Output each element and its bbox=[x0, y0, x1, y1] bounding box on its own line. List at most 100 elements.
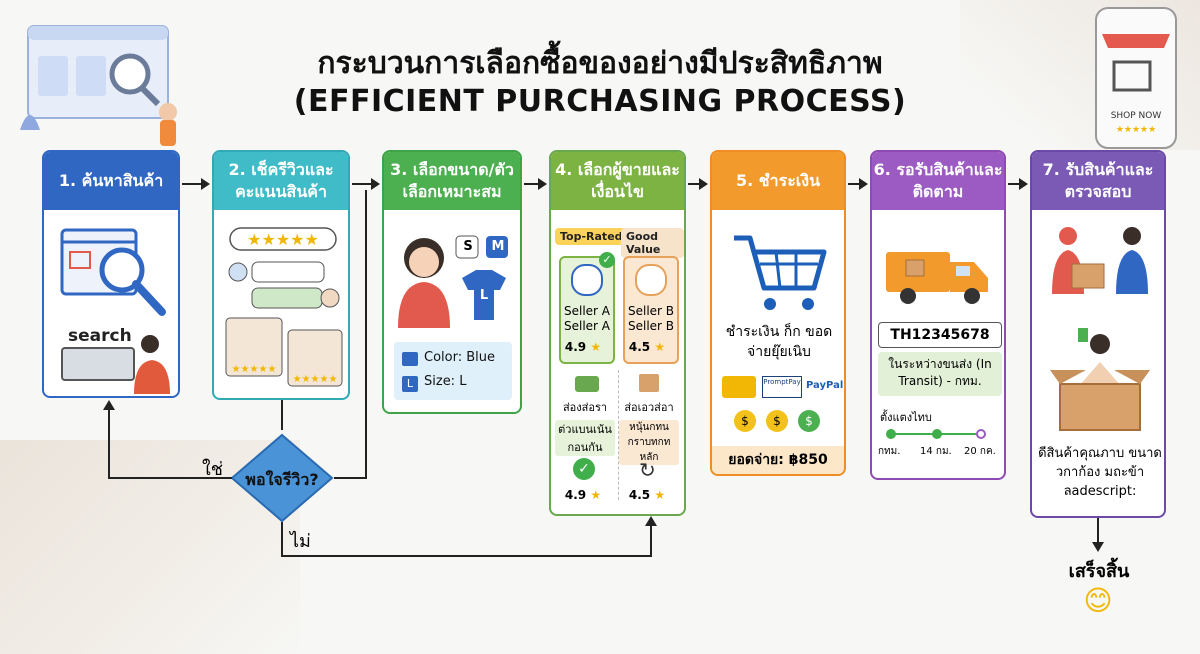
arrowhead-yes bbox=[103, 400, 115, 410]
connector-right bbox=[334, 477, 366, 479]
connector-end bbox=[1097, 518, 1099, 544]
check-icon: ✓ bbox=[599, 252, 615, 268]
arrow-3-4 bbox=[524, 178, 547, 190]
step-1-header: 1. ค้นหาสินค้า bbox=[44, 152, 178, 210]
size-s-option[interactable]: S bbox=[463, 239, 473, 254]
total-amount: ยอดจ่าย: ฿850 bbox=[712, 446, 844, 474]
shipping-status: ในระหว่างขนส่ง (In Transit) - กทม. bbox=[878, 352, 1002, 396]
svg-text:★★★★★: ★★★★★ bbox=[293, 374, 338, 385]
condition-b: หนุ้นกทน กราบทกทหลัก bbox=[619, 420, 679, 465]
step-2-header: 2. เช็ครีวิวและคะแนนสินค้า bbox=[214, 152, 348, 210]
shop-now-text: SHOP NOW bbox=[1111, 111, 1162, 121]
step-4-card: 4. เลือกผู้ขายและเงื่อนไข Top-Rated Good… bbox=[549, 150, 686, 516]
timeline-label-3: 20 กค. bbox=[964, 446, 996, 457]
timeline-dot-1 bbox=[886, 429, 896, 439]
timeline-label-2: 14 กม. bbox=[920, 446, 952, 457]
step-6-header: 6. รอรับสินค้าและติดตาม bbox=[872, 152, 1004, 210]
svg-text:★★★★★: ★★★★★ bbox=[232, 364, 277, 375]
coin-icon-2: $ bbox=[766, 410, 788, 432]
arrow-6-7 bbox=[1008, 178, 1028, 190]
phone-shop-illustration: SHOP NOW ★★★★★ bbox=[1095, 7, 1177, 149]
timeline-title: ตั้งแตงไทบ bbox=[880, 411, 932, 424]
step-4-header: 4. เลือกผู้ขายและเงื่อนไข bbox=[551, 152, 684, 210]
connector-no-up bbox=[650, 526, 652, 557]
credit-card-icon[interactable] bbox=[722, 376, 756, 398]
step-7-header: 7. รับสินค้าและตรวจสอบ bbox=[1032, 152, 1164, 210]
decision-question: พอใจรีวิว? bbox=[245, 470, 319, 489]
condition-a: ต่วแบนเน้นกอนกัน bbox=[555, 420, 615, 456]
decision-diamond bbox=[230, 433, 334, 523]
connector-yes-left bbox=[108, 477, 232, 479]
shirt-size-label: L bbox=[479, 288, 489, 303]
search-label: search bbox=[68, 326, 132, 346]
size-select-illustration bbox=[398, 235, 508, 328]
truck-icon bbox=[575, 376, 599, 392]
timeline-label-1: กทม. bbox=[878, 446, 901, 457]
arrow-4-5 bbox=[688, 178, 708, 190]
delivery-truck-icon bbox=[886, 252, 988, 304]
seller-b-avatar bbox=[635, 264, 667, 296]
final-rating-a: 4.9 ★ bbox=[564, 488, 602, 502]
check-result-text: ดีสินค้าคุณภาบ ขนาดวกาก้อง มถะข้าลadescr… bbox=[1038, 446, 1162, 499]
title-english: (EFFICIENT PURCHASING PROCESS) bbox=[293, 84, 907, 119]
step-1-card: 1. ค้นหาสินค้า search bbox=[42, 150, 180, 398]
receive-package-illustration bbox=[1050, 227, 1150, 431]
step-5-card: 5. ชำระเงิน ชำระเงิน ก็ก ขอดจ่ายยุ๊ยเนิบ… bbox=[710, 150, 846, 476]
cart-icon bbox=[734, 235, 827, 310]
refresh-icon: ↻ bbox=[639, 458, 656, 482]
arrow-5-6 bbox=[848, 178, 868, 190]
size-badge: L bbox=[402, 376, 418, 392]
connector-no-down bbox=[281, 522, 283, 556]
step-3-header: 3. เลือกขนาด/ตัวเลือกเหมาะสม bbox=[384, 152, 520, 210]
step-3-card: 3. เลือกขนาด/ตัวเลือกเหมาะสม S M L Color… bbox=[382, 150, 522, 414]
arrow-2-3 bbox=[352, 178, 380, 190]
payment-text: ชำระเงิน ก็ก ขอดจ่ายยุ๊ยเนิบ bbox=[725, 324, 833, 360]
top-rated-tag: Top-Rated bbox=[555, 228, 628, 245]
divider bbox=[618, 370, 619, 500]
size-m-option[interactable]: M bbox=[491, 239, 505, 254]
coin-icon-3: $ bbox=[798, 410, 820, 432]
connector-yes-up bbox=[108, 408, 110, 478]
step-6-card: 6. รอรับสินค้าและติดตาม TH12345678 ในระห… bbox=[870, 150, 1006, 480]
arrowhead-end bbox=[1092, 542, 1104, 552]
step-5-header: 5. ชำระเงิน bbox=[712, 152, 844, 210]
seller-a-name-2: Seller A bbox=[563, 319, 610, 333]
connector-right-up bbox=[365, 190, 367, 479]
size-text: Size: L bbox=[424, 374, 467, 389]
coin-icon-1: $ bbox=[734, 410, 756, 432]
color-text: Color: Blue bbox=[424, 350, 495, 365]
arrowhead-no bbox=[645, 516, 657, 526]
final-rating-b: 4.5 ★ bbox=[628, 488, 666, 502]
review-rating-illustration: ★★★★★ ★★★★★ ★★★★★ bbox=[225, 227, 343, 387]
browser-search-illustration bbox=[20, 25, 177, 146]
seller-b-name: Seller B bbox=[627, 304, 675, 318]
timeline-dot-2 bbox=[932, 429, 942, 439]
svg-text:★★★★★: ★★★★★ bbox=[1116, 125, 1156, 135]
no-label: ไม่ bbox=[290, 531, 311, 552]
timeline-dot-3 bbox=[976, 429, 986, 439]
step-2-card: 2. เช็ครีวิวและคะแนนสินค้า ★★★★★ ★★★★★ ★… bbox=[212, 150, 350, 400]
arrow-1-2 bbox=[182, 178, 210, 190]
step-7-card: 7. รับสินค้าและตรวจสอบ ดีสินค้าคุณภาบ ขน… bbox=[1030, 150, 1166, 518]
paypal-button[interactable]: PayPal bbox=[806, 380, 844, 391]
smile-icon: 😊 bbox=[1083, 584, 1113, 617]
shipping-b: ส่อเอวส่อา bbox=[624, 401, 674, 414]
good-value-tag: Good Value bbox=[621, 228, 684, 258]
seller-b-rating: 4.5 ★ bbox=[628, 340, 666, 354]
shirt-icon bbox=[402, 352, 418, 366]
search-icon bbox=[60, 228, 166, 316]
seller-b-name-2: Seller B bbox=[627, 319, 675, 333]
svg-text:★★★★★: ★★★★★ bbox=[247, 230, 319, 249]
end-label: เสร็จสิ้น bbox=[1068, 561, 1130, 582]
approve-icon: ✓ bbox=[573, 458, 595, 480]
seller-a-name: Seller A bbox=[563, 304, 610, 318]
connector-no-right bbox=[281, 555, 651, 557]
shipping-a: ส่องส่อรา bbox=[562, 401, 608, 414]
seller-a-rating: 4.9 ★ bbox=[564, 340, 602, 354]
title-thai: กระบวนการเลือกซื้อของอย่างมีประสิทธิภาพ bbox=[317, 46, 883, 81]
promptpay-button[interactable]: PromptPay bbox=[762, 376, 802, 398]
tracking-number[interactable]: TH12345678 bbox=[878, 322, 1002, 348]
box-icon bbox=[639, 374, 659, 392]
keyboard-user-illustration bbox=[61, 335, 170, 394]
connector-card2-down bbox=[281, 400, 283, 430]
